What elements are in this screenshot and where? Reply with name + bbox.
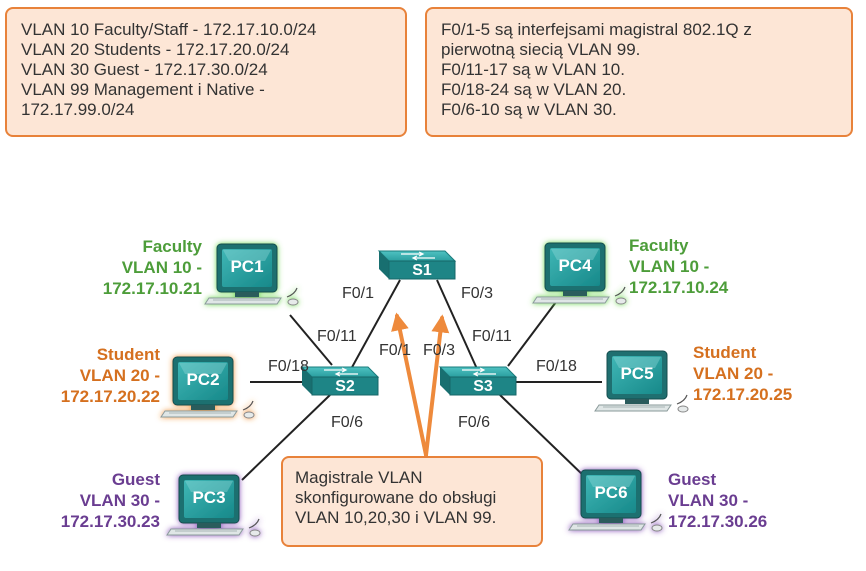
port-info-box: F0/1-5 są interfejsami magistral 802.1Q … [425,7,853,137]
pc-label: PC3 [192,488,225,507]
switch-s2[interactable]: S2 [301,366,379,396]
port-info-line: F0/11-17 są w VLAN 10. [441,60,625,79]
pc2-label-block: Student VLAN 20 - 172.17.20.22 [10,344,160,407]
link-s3-pc6 [499,394,587,479]
pc6-vlan: VLAN 30 - [668,491,749,510]
pc-label: PC4 [558,256,592,275]
callout-line: Magistrale VLAN [295,468,423,487]
port-info-line: F0/1-5 są interfejsami magistral 802.1Q … [441,20,752,39]
pc3-ip: 172.17.30.23 [60,512,160,531]
port-label-s3-pc5: F0/18 [536,358,577,375]
pc1-ip: 172.17.10.21 [102,279,202,298]
switch-label: S2 [335,378,355,395]
link-s2-pc3 [241,394,331,481]
pc1-role: Faculty [142,237,202,256]
port-label-s2-pc1: F0/11 [317,328,357,345]
pc-label: PC5 [620,364,653,383]
pc2[interactable]: PC2 [160,356,255,419]
pc-label: PC6 [594,483,627,502]
pc3-role: Guest [111,470,160,489]
vlan-info-box: VLAN 10 Faculty/Staff - 172.17.10.0/24 V… [5,7,407,137]
pc1-label-block: Faculty VLAN 10 - 172.17.10.21 [50,236,202,299]
vlan-info-line: VLAN 30 Guest - 172.17.30.0/24 [21,60,268,79]
pc4-vlan: VLAN 10 - [629,257,710,276]
pc6[interactable]: PC6 [568,469,663,532]
port-label-s1-s2: F0/1 [342,285,374,302]
port-label-s1-s3: F0/3 [461,285,493,302]
link-s1-s2 [344,279,401,381]
pc4[interactable]: PC4 [532,242,627,305]
pc4-role: Faculty [629,236,689,255]
port-label-s3-pc4: F0/11 [472,328,512,345]
pc3-vlan: VLAN 30 - [79,491,160,510]
pc6-role: Guest [668,470,717,489]
pc6-label-block: Guest VLAN 30 - 172.17.30.26 [668,469,767,532]
link-s2-pc1 [289,314,333,366]
pc5[interactable]: PC5 [594,350,689,413]
port-label-s3-s1: F0/3 [423,342,455,359]
pc1-vlan: VLAN 10 - [121,258,202,277]
pc4-ip: 172.17.10.24 [629,278,729,297]
pc2-role: Student [96,345,160,364]
port-label-s2-pc2: F0/18 [268,358,309,375]
pc5-label-block: Student VLAN 20 - 172.17.20.25 [693,342,792,405]
vlan-info-line: VLAN 99 Management i Native - [21,80,265,99]
pc3-label-block: Guest VLAN 30 - 172.17.30.23 [10,469,160,532]
pc6-ip: 172.17.30.26 [668,512,768,531]
switch-s1[interactable]: S1 [378,250,456,280]
pc4-label-block: Faculty VLAN 10 - 172.17.10.24 [629,235,728,298]
vlan-info-line: 172.17.99.0/24 [21,100,135,119]
pc2-ip: 172.17.20.22 [60,387,160,406]
pc2-vlan: VLAN 20 - [79,366,160,385]
port-info-line: F0/18-24 są w VLAN 20. [441,80,627,99]
trunk-callout-box: Magistrale VLAN skonfigurowane do obsług… [281,456,543,547]
pc1[interactable]: PC1 [204,243,299,306]
pc5-ip: 172.17.20.25 [693,385,793,404]
port-label-s2-pc3: F0/6 [331,414,363,431]
port-info-line: pierwotną siecią VLAN 99. [441,40,641,59]
links [241,279,602,481]
switch-s3[interactable]: S3 [439,366,517,396]
callout-line: skonfigurowane do obsługi [295,488,497,507]
arrow-trunk-s2 [391,312,428,457]
link-s3-pc4 [507,301,557,367]
port-labels: F0/1 F0/3 F0/11 F0/1 F0/18 F0/6 F0/3 F0/… [268,285,577,431]
pc-label: PC2 [186,370,219,389]
vlan-info-line: VLAN 20 Students - 172.17.20.0/24 [21,40,290,59]
port-label-s2-s1: F0/1 [379,342,411,359]
port-label-s3-pc6: F0/6 [458,414,490,431]
callout-line: VLAN 10,20,30 i VLAN 99. [295,508,497,527]
pc-label: PC1 [230,257,263,276]
pc5-role: Student [693,343,757,362]
switch-label: S1 [412,262,432,279]
port-info-line: F0/6-10 są w VLAN 30. [441,100,617,119]
pc5-vlan: VLAN 20 - [693,364,774,383]
trunk-arrows [391,312,450,457]
switch-label: S3 [473,378,493,395]
link-s1-s3 [436,279,483,381]
arrow-trunk-s3 [424,314,450,457]
vlan-info-line: VLAN 10 Faculty/Staff - 172.17.10.0/24 [21,20,317,39]
pc3[interactable]: PC3 [166,474,261,537]
